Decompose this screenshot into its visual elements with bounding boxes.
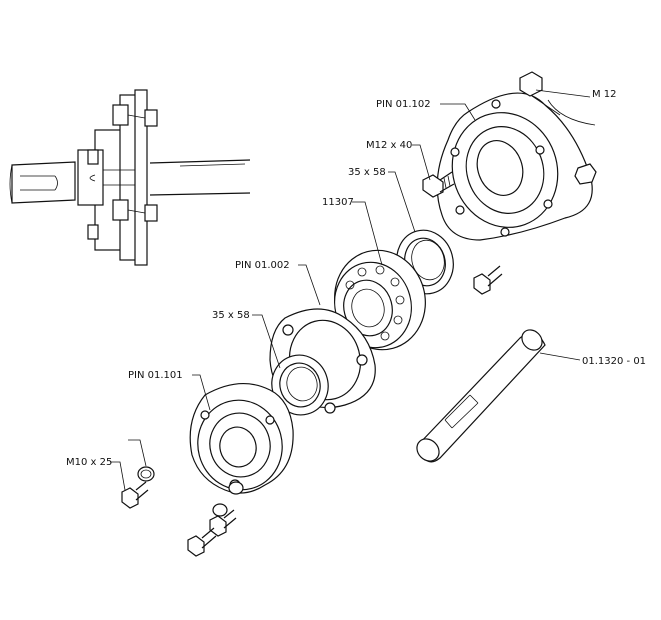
label-pin-01-101: PIN 01.101	[128, 370, 183, 381]
label-m12x40: M12 x 40	[366, 140, 412, 151]
assembled-side-view	[9, 89, 251, 266]
bearing-11307	[334, 249, 426, 351]
label-11307: 11307	[322, 197, 354, 208]
bolt-small-right	[473, 265, 503, 295]
label-35x58-top: 35 x 58	[348, 167, 386, 178]
label-35x58-mid: 35 x 58	[212, 310, 250, 321]
label-m12: M 12	[592, 89, 617, 100]
leader-lines	[110, 89, 596, 491]
flange-housing-pin-01-102	[436, 71, 597, 241]
label-m10x25: M10 x 25	[66, 457, 112, 468]
label-pin-01-102: PIN 01.102	[376, 99, 431, 110]
bolts-m10x25	[121, 466, 244, 557]
drive-shaft-01-1320-01	[416, 329, 546, 463]
bolt-m12x40	[422, 171, 455, 198]
label-pin-01-002: PIN 01.002	[235, 260, 290, 271]
seal-ring-35x58-mid	[271, 354, 329, 416]
callout-labels: M 12 PIN 01.102 M12 x 40 35 x 58 11307 P…	[66, 89, 646, 468]
label-01-1320-01: 01.1320 - 01	[582, 356, 646, 367]
flange-housing-pin-01-101	[189, 382, 294, 494]
